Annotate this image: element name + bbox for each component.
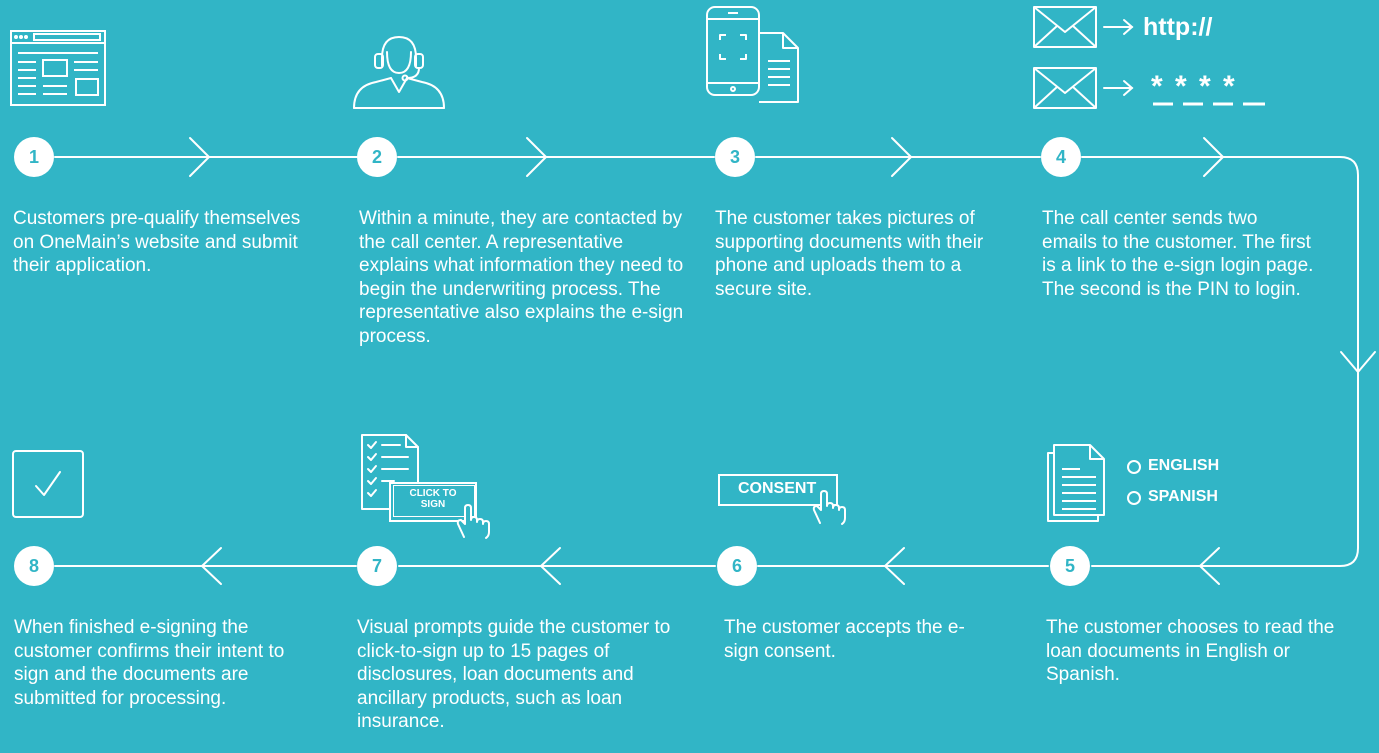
step-6-description: The customer accepts the e-sign consent. [724,617,965,662]
pointer-hand-icon [456,504,490,540]
consent-button-label: CONSENT [738,480,817,497]
step-7-description: Visual prompts guide the customer to cli… [357,617,671,732]
consent-button-icon [718,474,838,506]
click-to-sign-label-line1: CLICK TO [409,488,457,499]
pin-underline [1153,102,1265,106]
step-3-description: The customer takes pictures of supportin… [715,208,984,300]
radio-english-icon [1126,459,1142,475]
arrow-down-loop [1340,351,1376,373]
option-english-label: ENGLISH [1148,457,1220,474]
pointer-hand-icon [812,490,846,526]
step-4-badge: 4 [1041,137,1081,177]
step-5-badge: 5 [1050,546,1090,586]
arrow-right-3 [891,137,912,177]
phone-scan-document-icon [706,6,806,106]
arrow-right-1 [189,137,210,177]
step-5-description: The customer chooses to read the loan do… [1046,617,1335,685]
arrow-right-icon [1102,77,1136,99]
arrow-right-2 [526,137,547,177]
step-1-description: Customers pre-qualify themselves on OneM… [13,208,301,276]
arrow-left-8 [201,547,222,585]
step-2-description: Within a minute, they are contacted by t… [359,208,684,347]
email-icon [1033,6,1099,110]
arrow-left-7 [540,547,561,585]
arrow-right-icon [1102,16,1136,38]
step-2-badge: 2 [357,137,397,177]
checkbox-checked-icon [12,450,84,518]
pin-label: * * * * [1151,70,1237,103]
arrow-left-6 [884,547,905,585]
step-8-description: When finished e-signing the customer con… [14,617,285,709]
checklist-icon [360,433,420,511]
call-center-agent-icon [351,22,445,110]
step-1-badge: 1 [14,137,54,177]
step-8-badge: 8 [14,546,54,586]
step-6-badge: 6 [717,546,757,586]
arrow-left-5 [1199,547,1220,585]
click-to-sign-button-icon [389,482,477,522]
language-document-icon [1046,443,1108,523]
step-7-badge: 7 [357,546,397,586]
click-to-sign-inner-frame [393,485,475,517]
option-spanish-label: SPANISH [1148,488,1218,505]
website-layout-icon [10,30,106,106]
connector-4-5-loop [1081,156,1359,567]
step-4-description: The call center sends two emails to the … [1042,208,1314,300]
click-to-sign-label-line2: SIGN [420,499,446,510]
radio-spanish-icon [1126,490,1142,506]
step-3-badge: 3 [715,137,755,177]
arrow-right-4 [1203,137,1224,177]
link-label: http:// [1143,13,1213,41]
